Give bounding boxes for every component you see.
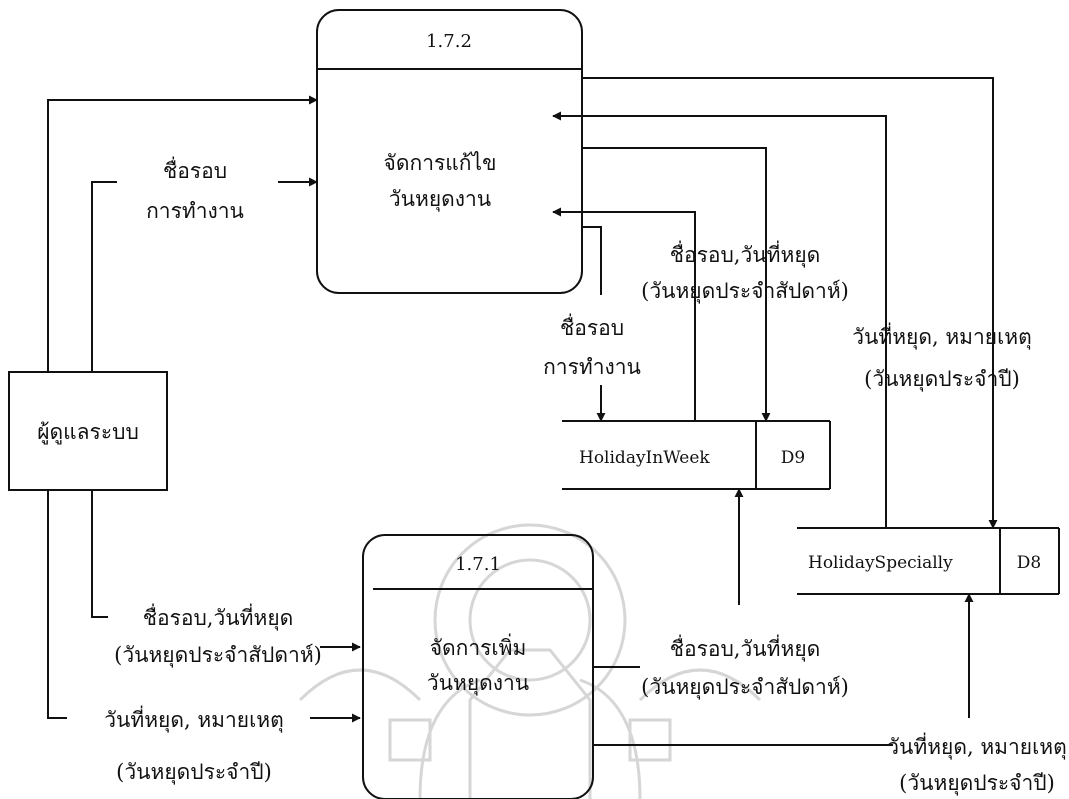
svg-text:วันที่หยุด, หมายเหตุ: วันที่หยุด, หมายเหตุ xyxy=(887,732,1067,760)
process-1-7-2-name-line2: วันหยุดงาน xyxy=(389,187,491,212)
svg-text:วันที่หยุด, หมายเหตุ: วันที่หยุด, หมายเหตุ xyxy=(104,705,284,733)
flow-172-to-d9-f2 xyxy=(582,147,771,422)
process-1-7-1-name-line1: จัดการเพิ่ม xyxy=(430,633,527,660)
flow-label-f3: ชื่อรอบ การทำงาน xyxy=(543,313,641,379)
datastore-d8-name: HolidaySpecially xyxy=(808,553,953,573)
flow-admin-to-f5 xyxy=(91,490,108,618)
svg-text:(วันหยุดประจำสัปดาห์): (วันหยุดประจำสัปดาห์) xyxy=(641,675,849,700)
process-1-7-1-id: 1.7.1 xyxy=(455,554,501,575)
svg-text:(วันหยุดประจำปี): (วันหยุดประจำปี) xyxy=(864,367,1020,392)
datastore-d9: HolidayInWeek D9 xyxy=(562,420,831,490)
svg-text:(วันหยุดประจำปี): (วันหยุดประจำปี) xyxy=(116,760,272,785)
flow-label-f2: ชื่อรอบ,วันที่หยุด (วันหยุดประจำสัปดาห์) xyxy=(641,240,849,304)
flow-label-f5: ชื่อรอบ,วันที่หยุด (วันหยุดประจำสัปดาห์) xyxy=(114,603,322,668)
flow-label-f7: วันที่หยุด, หมายเหตุ (วันหยุดประจำปี) xyxy=(104,705,284,785)
process-1-7-2-id: 1.7.2 xyxy=(426,31,472,52)
svg-text:ชื่อรอบ: ชื่อรอบ xyxy=(560,313,624,340)
flow-admin-to-172-mid xyxy=(91,181,117,372)
flow-172-to-d8 xyxy=(582,77,998,529)
process-1-7-2: 1.7.2 จัดการแก้ไข วันหยุดงาน xyxy=(316,9,583,294)
svg-text:(วันหยุดประจำปี): (วันหยุดประจำปี) xyxy=(899,771,1055,796)
watermark-seal xyxy=(298,523,762,799)
flow-admin-to-172-top xyxy=(47,95,318,372)
svg-text:ชื่อรอบ: ชื่อรอบ xyxy=(163,156,227,183)
svg-text:วันที่หยุด, หมายเหตุ: วันที่หยุด, หมายเหตุ xyxy=(852,322,1032,350)
process-1-7-1: 1.7.1 จัดการเพิ่ม วันหยุดงาน xyxy=(362,534,594,799)
flow-lines xyxy=(47,77,998,746)
datastore-d9-code: D9 xyxy=(781,448,805,468)
flow-d9-to-172 xyxy=(552,207,696,421)
svg-text:ชื่อรอบ,วันที่หยุด: ชื่อรอบ,วันที่หยุด xyxy=(670,240,821,268)
external-entity-admin: ผู้ดูแลระบบ xyxy=(8,371,168,491)
flow-admin-to-f7 xyxy=(47,490,67,719)
flow-label-f4: วันที่หยุด, หมายเหตุ (วันหยุดประจำปี) xyxy=(852,322,1032,392)
svg-text:(วันหยุดประจำสัปดาห์): (วันหยุดประจำสัปดาห์) xyxy=(641,279,849,304)
process-1-7-2-name-line1: จัดการแก้ไข xyxy=(384,151,497,175)
datastore-d9-name: HolidayInWeek xyxy=(579,448,710,468)
datastore-d8-code: D8 xyxy=(1017,553,1041,573)
flow-d8-to-172 xyxy=(552,111,887,528)
external-entity-label: ผู้ดูแลระบบ xyxy=(37,420,139,445)
flow-label-f1: ชื่อรอบ การทำงาน xyxy=(146,156,244,223)
svg-text:การทำงาน: การทำงาน xyxy=(543,355,641,379)
svg-text:การทำงาน: การทำงาน xyxy=(146,199,244,223)
flow-label-f6: ชื่อรอบ,วันที่หยุด (วันหยุดประจำสัปดาห์) xyxy=(641,634,849,700)
datastore-d8: HolidaySpecially D8 xyxy=(797,527,1060,595)
svg-text:(วันหยุดประจำสัปดาห์): (วันหยุดประจำสัปดาห์) xyxy=(114,643,322,668)
flow-label-f8: วันที่หยุด, หมายเหตุ (วันหยุดประจำปี) xyxy=(887,732,1067,796)
svg-text:ชื่อรอบ,วันที่หยุด: ชื่อรอบ,วันที่หยุด xyxy=(670,634,821,662)
flow-172-to-d9 xyxy=(582,226,602,295)
process-1-7-1-name-line2: วันหยุดงาน xyxy=(427,671,529,696)
svg-text:ชื่อรอบ,วันที่หยุด: ชื่อรอบ,วันที่หยุด xyxy=(143,603,294,631)
